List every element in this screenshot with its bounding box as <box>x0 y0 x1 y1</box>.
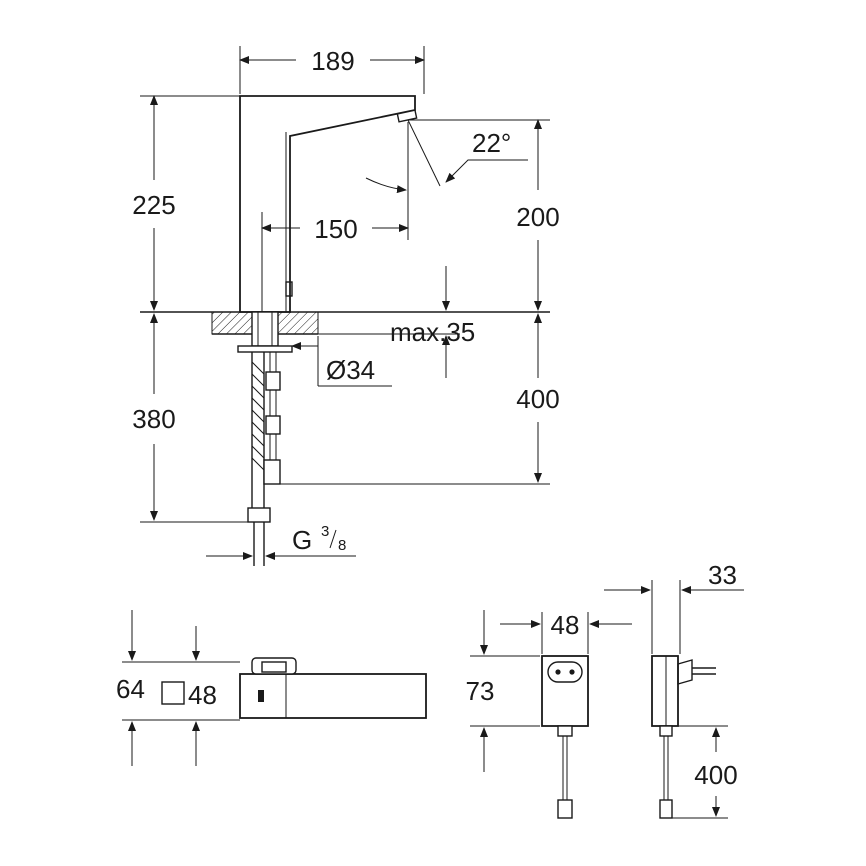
faucet-body <box>239 95 418 313</box>
dim-psu-cable-label: 400 <box>694 760 737 790</box>
dim-box-width-label: 48 <box>188 680 217 710</box>
dim-psu-height: 73 <box>466 610 540 772</box>
dim-hose-length-label: 380 <box>132 404 175 434</box>
dim-cable-length-label: 400 <box>516 384 559 414</box>
dim-angle: 22° <box>365 119 528 194</box>
dim-width-top-label: 189 <box>311 46 354 76</box>
supply-hose <box>247 352 271 566</box>
dim-thread-letter: G <box>292 525 312 555</box>
dim-hole-diameter: Ø34 <box>291 336 392 387</box>
dim-cable-length: 400 <box>516 313 560 483</box>
dim-psu-cable: 400 <box>672 725 738 819</box>
dim-angle-label: 22° <box>472 128 511 158</box>
dim-thread: G 3 8 <box>206 523 356 560</box>
dim-box-width: 48 <box>161 626 217 766</box>
dim-spout-height: 200 <box>408 119 560 311</box>
dim-psu-width-label: 48 <box>551 610 580 640</box>
dim-height-total-label: 225 <box>132 190 175 220</box>
square-symbol <box>161 681 185 705</box>
dim-psu-depth-label: 33 <box>708 560 737 590</box>
dim-box-height-label: 64 <box>116 674 145 704</box>
dim-thread-denominator: 8 <box>338 537 346 554</box>
dim-psu-depth: 33 <box>604 560 744 654</box>
dim-psu-height-label: 73 <box>466 676 495 706</box>
dim-height-total: 225 <box>132 95 240 311</box>
dim-width-top: 189 <box>239 46 425 94</box>
dim-hole-diameter-label: Ø34 <box>326 355 375 385</box>
dim-max-thickness: max.35 <box>318 266 475 378</box>
dim-max-thickness-label: max.35 <box>390 317 475 347</box>
power-supply-side <box>651 655 716 819</box>
control-box <box>239 657 427 719</box>
countertop-section <box>211 311 319 353</box>
sensor-cable <box>263 352 550 485</box>
dim-spout-reach: 150 <box>261 122 409 312</box>
dim-spout-height-label: 200 <box>516 202 559 232</box>
dim-box-height: 64 <box>116 610 240 766</box>
power-supply-front <box>541 655 589 819</box>
dim-spout-reach-label: 150 <box>314 214 357 244</box>
dim-hose-length: 380 <box>132 313 248 523</box>
dim-psu-width: 48 <box>500 610 632 654</box>
dim-thread-numerator: 3 <box>321 523 329 540</box>
